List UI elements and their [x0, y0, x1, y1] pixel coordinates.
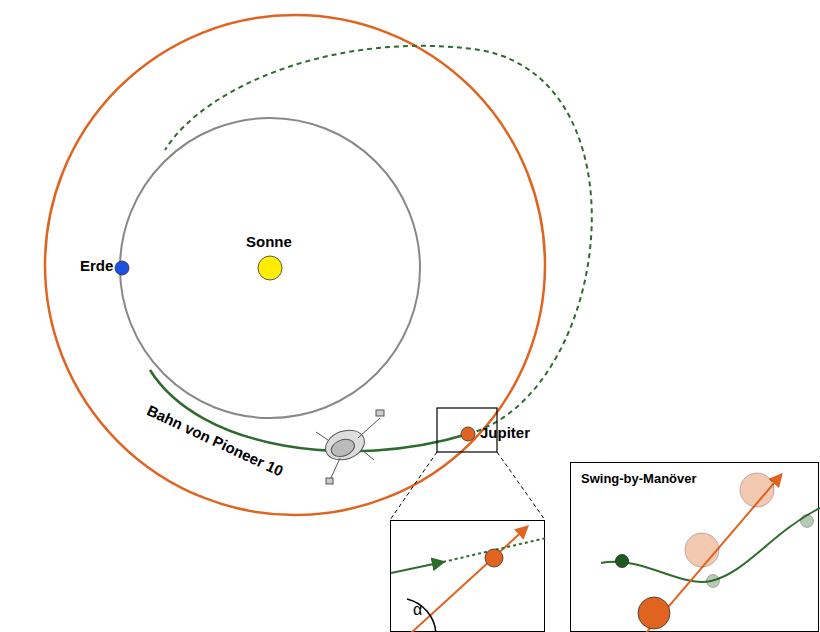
earth: [115, 261, 129, 275]
zoom-inset: α: [390, 520, 545, 632]
trajectory-label: Bahn von Pioneer 10: [144, 401, 286, 479]
body-label: Sonne: [246, 233, 292, 250]
zoom-leader: [497, 452, 545, 520]
jupiter-orbit: [45, 15, 545, 515]
earth-orbit: [120, 118, 420, 418]
body-label: Jupiter: [480, 424, 530, 441]
swing-by-sketch: [571, 463, 820, 632]
jupiter: [461, 427, 475, 441]
trajectory-dotted: [165, 46, 592, 434]
panel-title: Swing-by-Manöver: [581, 471, 697, 486]
swing-by-panel: Swing-by-Manöver: [570, 462, 819, 632]
pioneer-probe: [316, 410, 384, 484]
angle-label: α: [413, 601, 422, 619]
zoom-leader: [390, 452, 437, 520]
body-label: Erde: [80, 257, 113, 274]
sun: [258, 256, 282, 280]
